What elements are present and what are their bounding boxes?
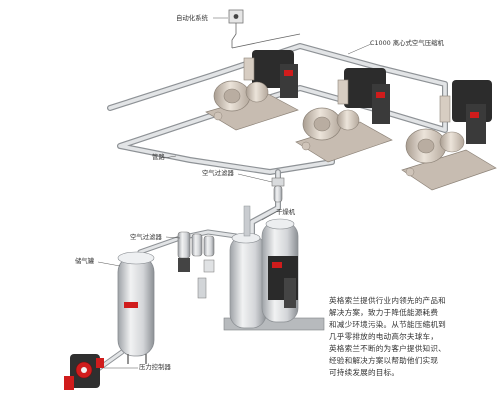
description-line: 英格索兰提供行业内领先的产品和 — [329, 296, 446, 305]
pressure-controller — [64, 354, 104, 390]
control-cable — [231, 33, 301, 49]
air-storage-tank — [117, 251, 155, 364]
description-paragraph: 英格索兰提供行业内领先的产品和 解决方案，致力于降低能源耗费 和减少环境污染。从… — [329, 295, 493, 379]
automation-control-box — [228, 9, 244, 24]
centrifugal-compressor-2 — [295, 68, 393, 163]
centrifugal-compressor-1 — [205, 50, 299, 131]
label-air-tank: 储气罐 — [75, 257, 95, 265]
description-line: 和减少环境污染。从节能压缩机到 — [329, 320, 446, 329]
control-cable — [231, 23, 237, 48]
description-line: 解决方案，致力于降低能源耗费 — [329, 308, 439, 317]
air-dryer — [223, 205, 325, 331]
label-dryer: 干燥机 — [276, 208, 296, 216]
label-compressor: C1000 离心式空气压缩机 — [370, 39, 444, 47]
air-filter-top — [271, 177, 285, 203]
label-air-filter-top: 空气过滤器 — [202, 169, 234, 177]
description-line: 几乎零排放的电动高尔夫球车， — [329, 332, 439, 341]
air-filter-left — [177, 231, 215, 299]
label-air-filter-left: 空气过滤器 — [130, 233, 162, 241]
leader-lines — [97, 17, 372, 369]
description-line: 英格索兰不断的为客户提供知识、 — [329, 344, 446, 353]
description-line: 可持续发展的目标。 — [329, 368, 400, 377]
description-line: 经验和解决方案以帮助他们实现 — [329, 356, 439, 365]
label-pressure-controller: 压力控制器 — [139, 363, 171, 371]
centrifugal-compressor-3 — [401, 80, 497, 191]
label-piping: 管路 — [152, 153, 165, 161]
label-automation-system: 自动化系统 — [176, 14, 208, 22]
